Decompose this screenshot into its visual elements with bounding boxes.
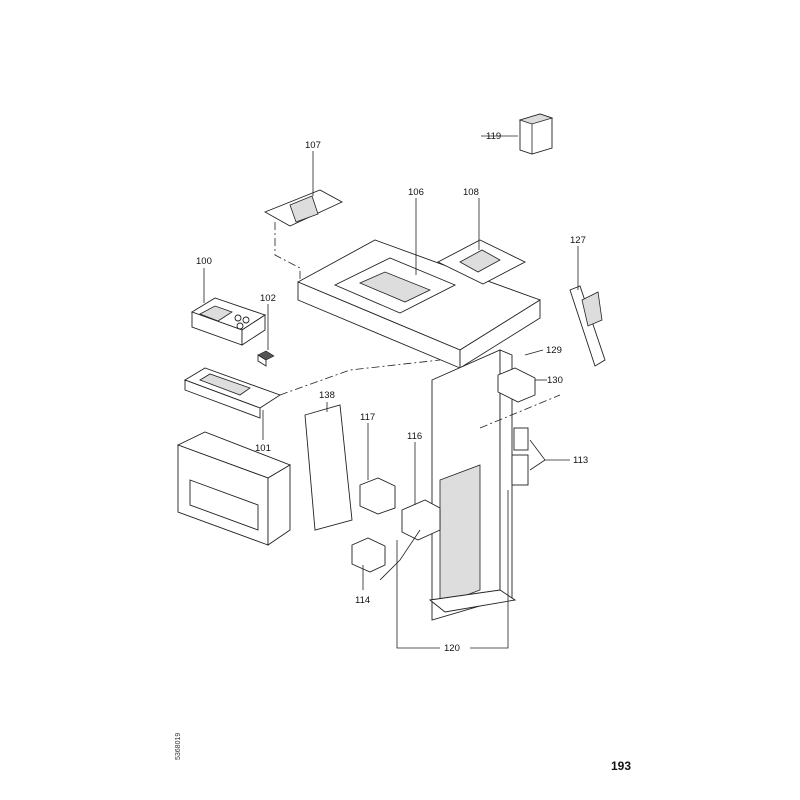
page-number: 193 xyxy=(611,759,631,773)
part-column-frame xyxy=(428,349,517,621)
part-117-transformer xyxy=(359,423,396,515)
label-119: 119 xyxy=(486,131,501,142)
part-114-relay xyxy=(351,529,421,590)
part-113-terminals xyxy=(511,427,570,486)
label-100: 100 xyxy=(196,256,212,267)
leader-120 xyxy=(396,490,509,649)
dash-line xyxy=(479,394,561,429)
label-129: 129 xyxy=(546,345,562,356)
part-front-housing xyxy=(176,431,292,546)
part-chassis-tray xyxy=(296,239,542,369)
part-138-plate xyxy=(304,402,353,531)
label-120: 120 xyxy=(444,643,460,654)
part-107-board xyxy=(263,151,344,290)
part-116-module xyxy=(401,442,441,541)
label-130: 130 xyxy=(547,375,563,386)
part-100-display xyxy=(190,268,267,346)
label-117: 117 xyxy=(360,412,375,423)
label-114: 114 xyxy=(355,595,370,606)
part-130-relay xyxy=(497,349,547,403)
label-102: 102 xyxy=(260,293,276,304)
label-101: 101 xyxy=(255,443,271,454)
part-102-button xyxy=(257,304,275,367)
drawing-code: 5368019 xyxy=(175,733,182,760)
part-108-board xyxy=(437,198,526,285)
part-101-frame xyxy=(183,359,441,440)
label-138: 138 xyxy=(319,390,335,401)
label-113: 113 xyxy=(573,455,588,466)
label-127: 127 xyxy=(570,235,586,246)
label-116: 116 xyxy=(407,431,422,442)
part-127-plate xyxy=(569,246,606,367)
part-119-module xyxy=(481,113,554,155)
label-108: 108 xyxy=(463,187,479,198)
label-106: 106 xyxy=(408,187,424,198)
label-107: 107 xyxy=(305,140,321,151)
